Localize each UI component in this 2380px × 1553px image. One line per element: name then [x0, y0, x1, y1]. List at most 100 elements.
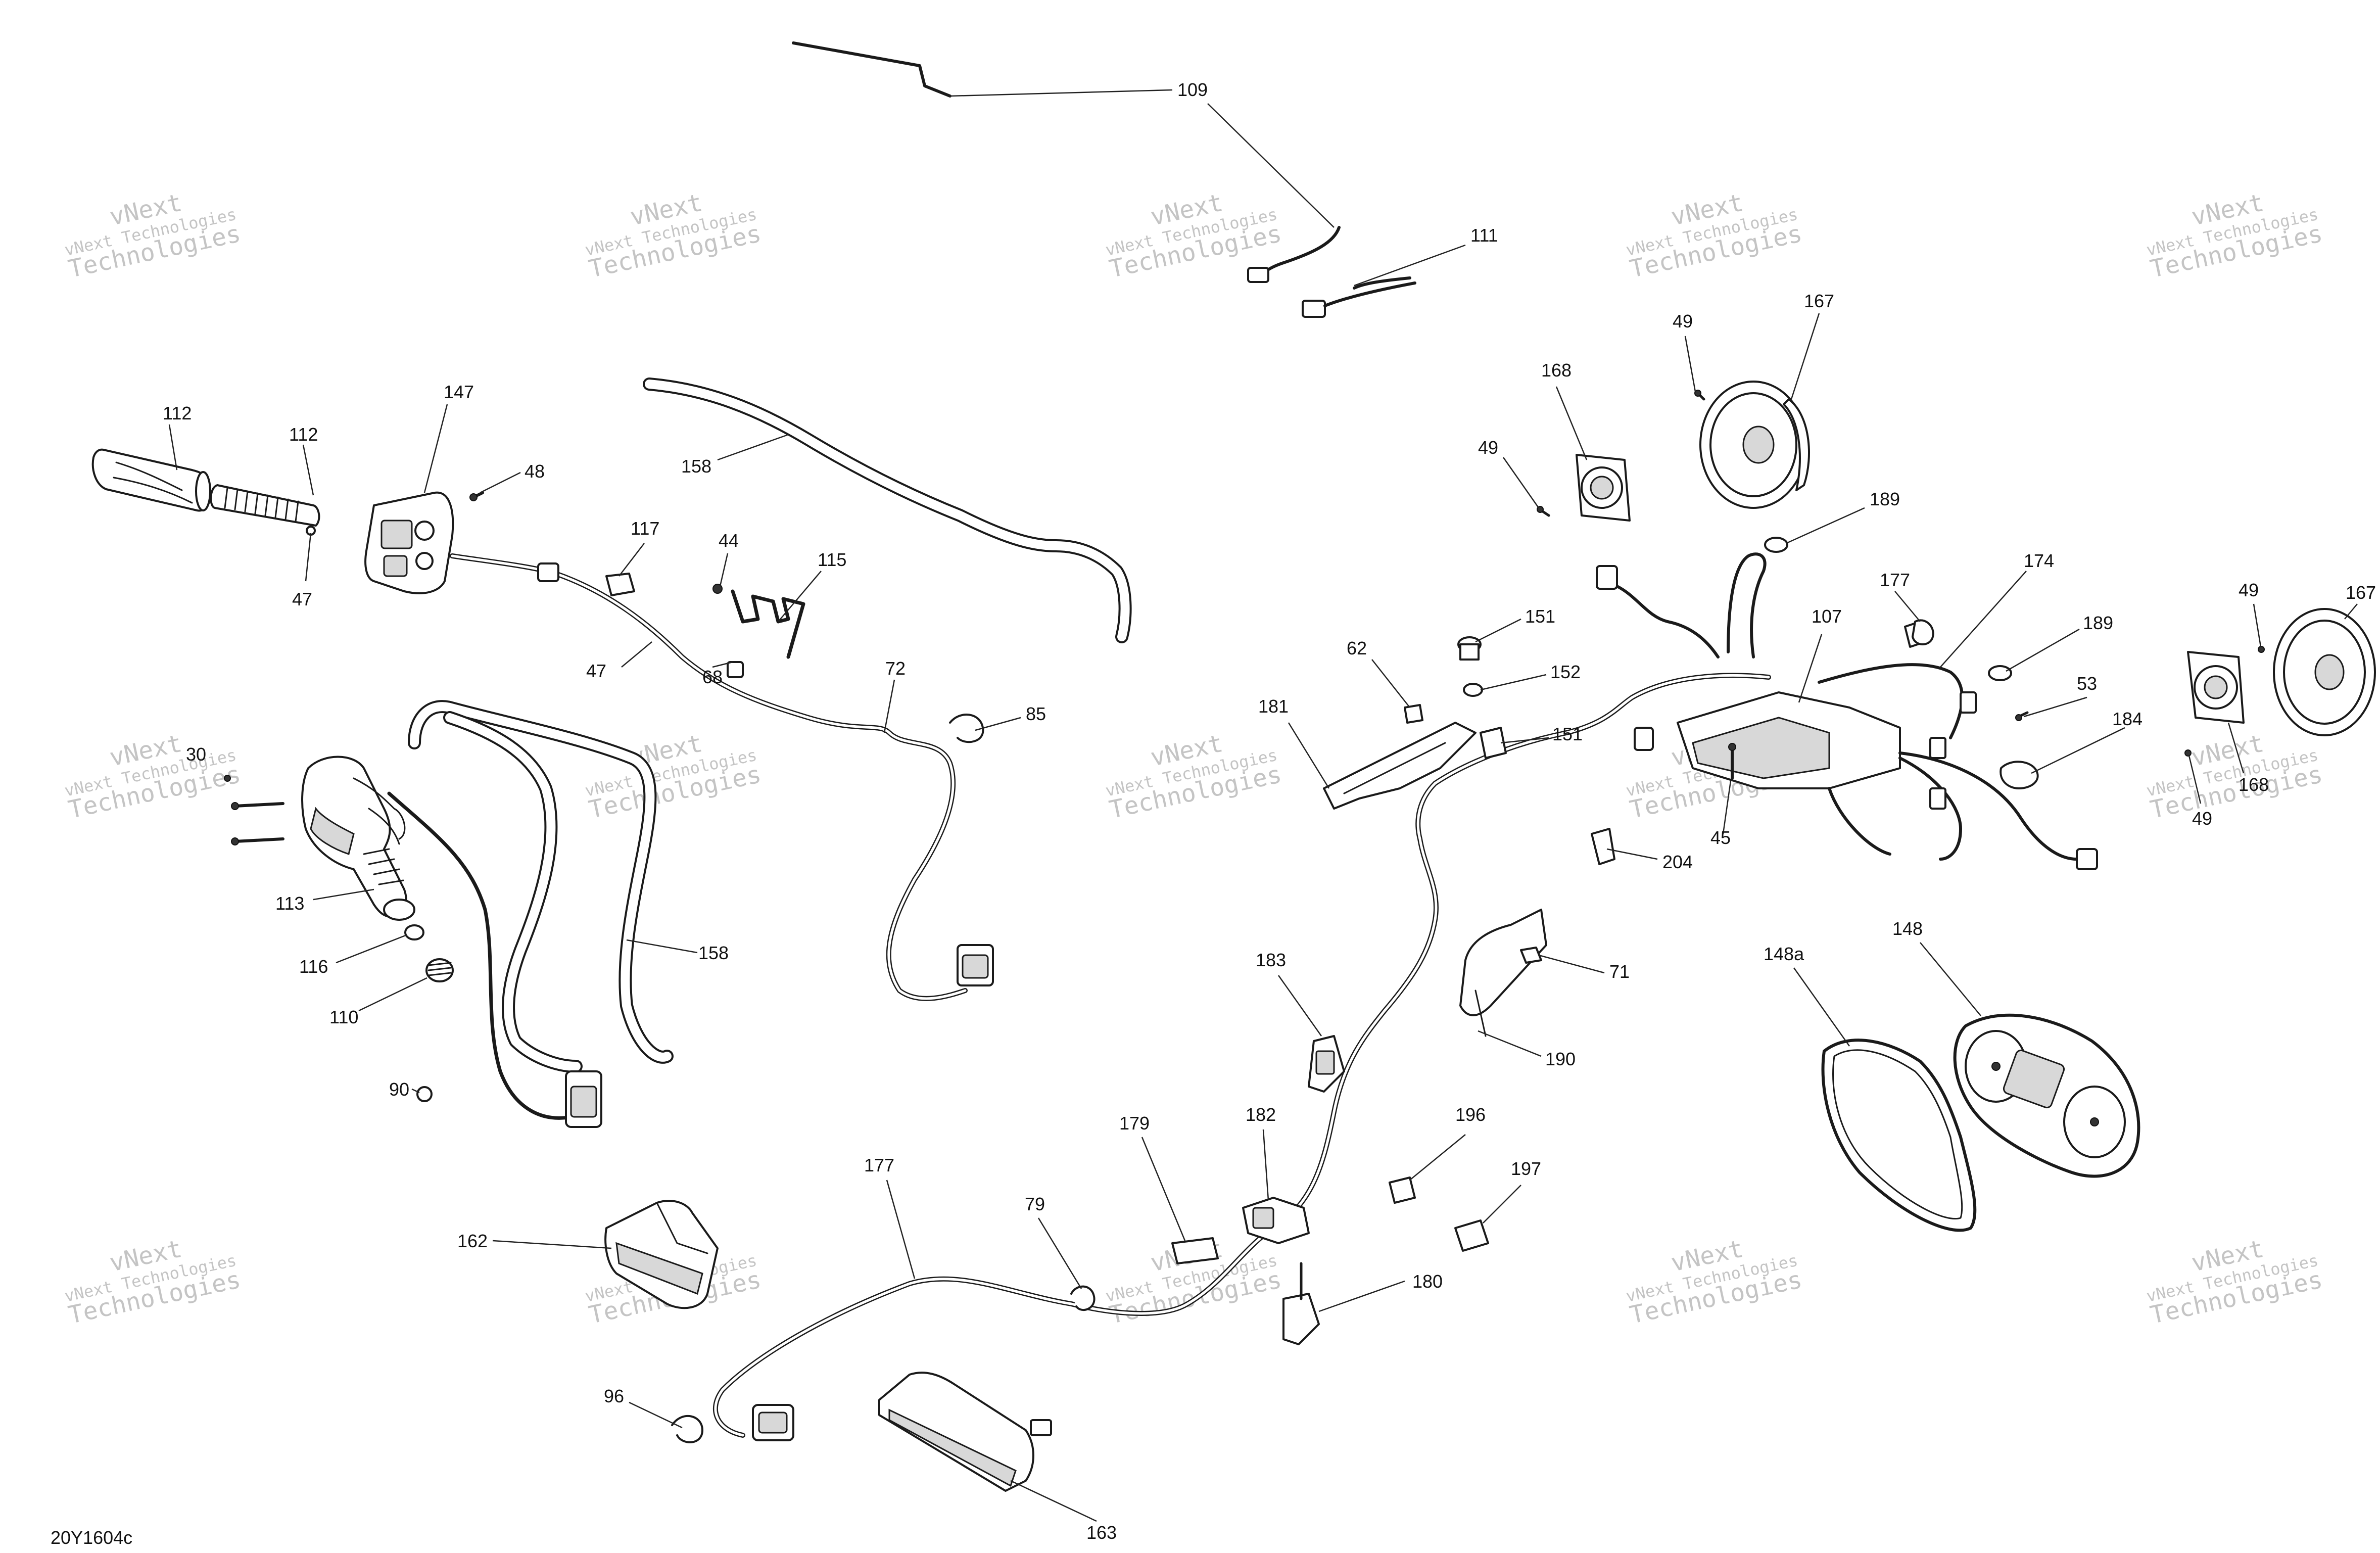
callout-147: 147: [444, 382, 474, 402]
callout-177: 177: [1880, 570, 1910, 590]
callout-190: 190: [1545, 1049, 1576, 1069]
callout-71: 71: [1609, 961, 1630, 982]
part-181-bracket: [1323, 722, 1477, 810]
callout-44: 44: [719, 530, 739, 551]
part-189-grommet-lower: [1988, 665, 2012, 681]
callout-90: 90: [389, 1079, 409, 1100]
part-182-connector: [1242, 1197, 1310, 1244]
part-110-spring: [425, 958, 454, 982]
callout-163: 163: [1086, 1522, 1117, 1543]
callout-49: 49: [1478, 437, 1498, 458]
part-168-tweeter-center: [1576, 454, 1631, 522]
part-152-grommet: [1463, 683, 1483, 697]
callout-184: 184: [2112, 709, 2143, 729]
part-168-tweeter-right: [2187, 651, 2245, 724]
part-158-hose-upper: [643, 378, 1132, 643]
callout-148a: 148a: [1764, 944, 1804, 964]
part-30-screws: [224, 775, 284, 845]
part-177-connector-upper: [1912, 619, 1934, 645]
part-197-cap: [1454, 1219, 1489, 1252]
part-49-screw-b: [1694, 390, 1705, 401]
callout-167: 167: [1804, 291, 1834, 311]
part-158-hose-lower: [408, 700, 674, 1073]
callout-167: 167: [2346, 582, 2376, 603]
part-151-connector-lower: [1480, 727, 1507, 759]
callout-68: 68: [702, 667, 723, 687]
callout-151: 151: [1525, 606, 1555, 627]
callout-158: 158: [698, 943, 729, 963]
part-109-rod: [792, 41, 951, 98]
callout-53: 53: [2077, 673, 2097, 694]
part-117-clip: [605, 573, 635, 596]
part-90-clamp: [416, 1086, 433, 1102]
callout-168: 168: [2239, 774, 2269, 795]
part-112-grip-left: [91, 448, 212, 512]
part-162-module: [604, 1200, 719, 1309]
callout-162: 162: [457, 1231, 488, 1251]
callout-45: 45: [1710, 827, 1731, 848]
part-85-clip: [949, 714, 984, 743]
part-49-screw-c: [2258, 646, 2265, 653]
part-196-cap: [1389, 1176, 1416, 1204]
part-179-bracket: [1171, 1237, 1219, 1264]
callout-49: 49: [1673, 311, 1693, 332]
part-115-bracket: [712, 584, 805, 659]
callout-148: 148: [1892, 918, 1923, 939]
callout-72: 72: [885, 658, 906, 679]
part-45-screw: [1728, 743, 1736, 780]
callout-110: 110: [329, 1007, 358, 1027]
callout-189: 189: [2083, 613, 2113, 633]
part-177-main-harness: [712, 673, 1771, 1441]
part-189-grommet-upper: [1764, 537, 1788, 553]
part-147-switch-housing: [364, 491, 454, 594]
part-180-connector: [1282, 1262, 1320, 1345]
callout-62: 62: [1347, 638, 1367, 658]
callout-47: 47: [292, 589, 312, 609]
callout-174: 174: [2024, 550, 2054, 571]
callout-152: 152: [1550, 662, 1581, 682]
callout-204: 204: [1662, 852, 1693, 872]
callout-189: 189: [1870, 489, 1900, 509]
callout-197: 197: [1511, 1158, 1541, 1179]
part-190-bracket: [1459, 909, 1547, 1037]
callout-196: 196: [1455, 1104, 1486, 1125]
part-62-clip: [1404, 704, 1423, 724]
callout-layer: 109 111 112 112 147 48 47 158 117 44 115…: [163, 79, 2376, 1543]
part-151-connector-upper: [1457, 636, 1482, 661]
callout-47: 47: [586, 661, 606, 681]
part-113-throttle-grip: [301, 756, 415, 921]
part-96-clip: [671, 1415, 703, 1443]
part-49-screw-d: [2184, 749, 2192, 757]
callout-179: 179: [1119, 1113, 1150, 1134]
part-148-instrument-cluster: [1953, 1013, 2140, 1178]
callout-79: 79: [1025, 1194, 1045, 1214]
part-79-clip: [1070, 1285, 1096, 1311]
part-harness-left-switch: [450, 553, 994, 1001]
callout-180: 180: [1412, 1271, 1443, 1292]
callout-49: 49: [2239, 580, 2259, 600]
part-49-screw-a: [1537, 506, 1550, 517]
leader-lines: [168, 89, 2358, 1522]
part-111-sensor-cable: [1247, 226, 1416, 318]
part-116-ring: [404, 924, 424, 940]
part-148a-bezel: [1821, 1039, 1977, 1232]
part-107-harness-assembly: [1596, 552, 2098, 870]
part-71-clip: [1520, 947, 1542, 964]
callout-109: 109: [1177, 79, 1208, 100]
part-112-grip-right: [210, 484, 320, 536]
callout-168: 168: [1541, 360, 1572, 381]
part-184-cover: [2000, 761, 2039, 789]
callout-49: 49: [2192, 808, 2212, 829]
